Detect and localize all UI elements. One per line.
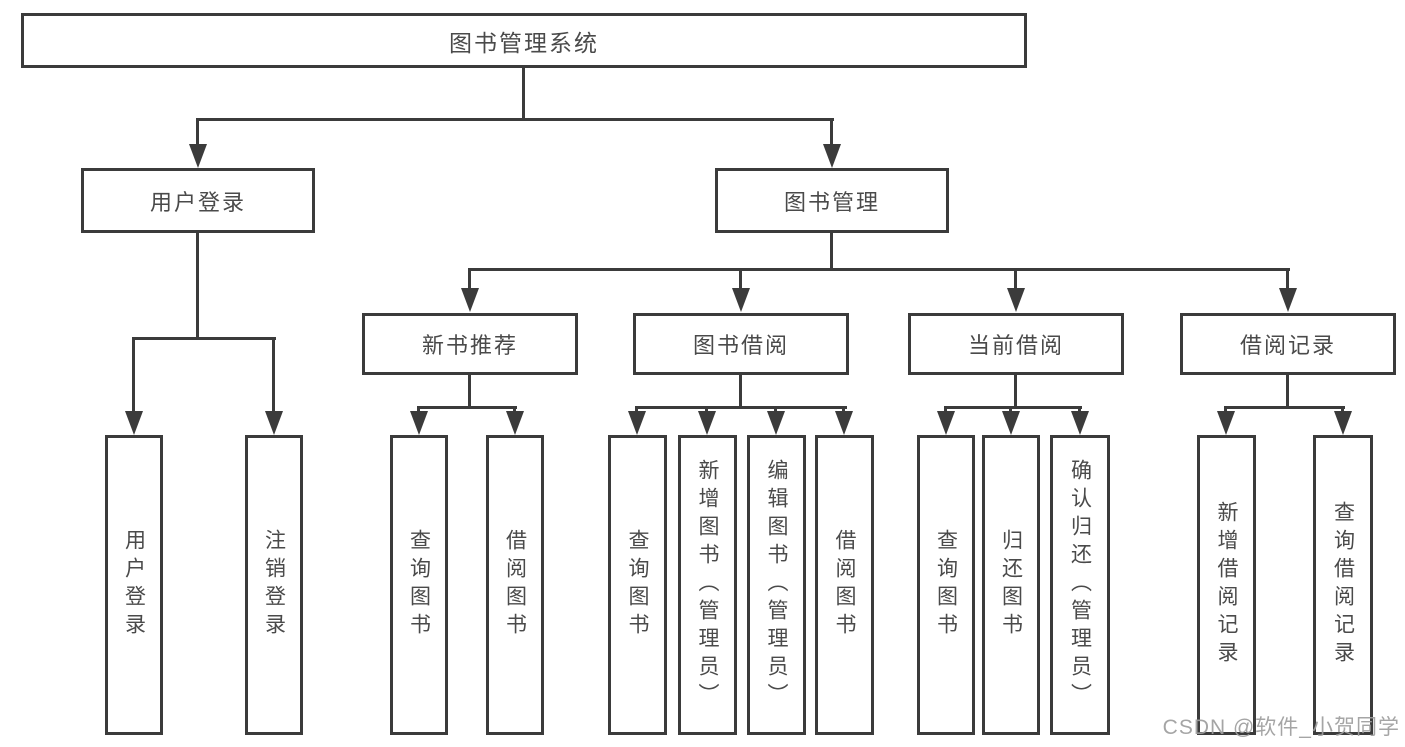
leaf-logout-label: 注销登录 [262,529,286,641]
arrowhead-down [1334,411,1352,435]
arrowhead-down [410,411,428,435]
connector-line [739,268,742,290]
arrowhead-down [506,411,524,435]
node-new-books-label: 新书推荐 [421,333,518,358]
leaf-rec-add-record: 新增借阅记录 [1197,435,1256,735]
arrowhead-down [265,411,283,435]
leaf-bw-add-books-admin: 新增图书（管理员） [678,435,737,735]
leaf-bw-borrow-books-label: 借阅图书 [833,529,856,641]
node-root-label: 图书管理系统 [449,29,599,56]
connector-line [1224,406,1227,414]
arrowhead-down [461,288,479,312]
leaf-logout: 注销登录 [245,435,303,735]
arrowhead-down [835,411,853,435]
leaf-cb-query-books-label: 查询图书 [934,529,958,641]
connector-line [417,406,420,414]
arrowhead-down [628,411,646,435]
connector-line [196,118,199,146]
csdn-watermark: CSDN @软件_小贺同学 [1162,716,1400,739]
arrowhead-down [767,411,785,435]
connector-line [272,337,275,413]
arrowhead-down [1002,411,1020,435]
connector-line [1286,375,1289,408]
leaf-bw-edit-books-admin: 编辑图书（管理员） [747,435,806,735]
leaf-nb-borrow-books-label: 借阅图书 [503,529,527,641]
connector-line [635,406,847,409]
connector-line [830,118,833,146]
arrowhead-down [937,411,955,435]
connector-line [468,268,1290,271]
connector-line [944,406,947,414]
connector-line [1078,406,1081,414]
arrowhead-down [189,144,207,168]
connector-line [774,406,777,414]
connector-line [468,375,471,408]
leaf-bw-edit-books-admin-label: 编辑图书（管理员） [765,459,788,711]
connector-line [1224,406,1345,409]
node-book-management: 图书管理 [715,168,949,233]
connector-line [1014,375,1017,408]
arrowhead-down [823,144,841,168]
arrowhead-down [698,411,716,435]
connector-line [522,68,525,120]
connector-line [417,406,517,409]
connector-line [513,406,516,414]
connector-line [1286,268,1289,290]
leaf-bw-borrow-books: 借阅图书 [815,435,874,735]
leaf-cb-confirm-return-admin-label: 确认归还（管理员） [1068,459,1092,711]
leaf-login-label: 用户登录 [122,529,146,641]
arrowhead-down [125,411,143,435]
leaf-rec-query-record-label: 查询借阅记录 [1331,501,1355,669]
connector-line [1009,406,1012,414]
node-borrowing-records-label: 借阅记录 [1239,333,1336,358]
connector-line [635,406,638,414]
connector-line [196,118,834,121]
leaf-cb-confirm-return-admin: 确认归还（管理员） [1050,435,1110,735]
leaf-cb-query-books: 查询图书 [917,435,975,735]
connector-line [739,375,742,408]
leaf-bw-add-books-admin-label: 新增图书（管理员） [696,459,719,711]
leaf-bw-query-books-label: 查询图书 [626,529,649,641]
node-user-login: 用户登录 [81,168,315,233]
leaf-cb-return-books-label: 归还图书 [999,529,1023,641]
leaf-cb-return-books: 归还图书 [982,435,1040,735]
connector-line [1014,268,1017,290]
connector-line [705,406,708,414]
leaf-rec-add-record-label: 新增借阅记录 [1215,501,1238,669]
node-new-books: 新书推荐 [362,313,578,375]
arrowhead-down [732,288,750,312]
leaf-bw-query-books: 查询图书 [608,435,667,735]
leaf-rec-query-record: 查询借阅记录 [1313,435,1373,735]
connector-line [830,233,833,270]
connector-line [842,406,845,414]
leaf-nb-borrow-books: 借阅图书 [486,435,544,735]
connector-line [944,406,1082,409]
node-user-login-label: 用户登录 [149,189,246,215]
connector-line [468,268,471,290]
connector-line [1341,406,1344,414]
node-book-borrowing: 图书借阅 [633,313,849,375]
node-root: 图书管理系统 [21,13,1027,68]
node-book-borrowing-label: 图书借阅 [692,333,789,358]
node-current-borrowing-label: 当前借阅 [967,333,1064,358]
arrowhead-down [1217,411,1235,435]
connector-line [132,337,276,340]
arrowhead-down [1007,288,1025,312]
leaf-login: 用户登录 [105,435,163,735]
node-current-borrowing: 当前借阅 [908,313,1124,375]
leaf-nb-query-books-label: 查询图书 [407,529,431,641]
node-book-management-label: 图书管理 [783,189,880,215]
connector-line [196,233,199,339]
connector-line [132,337,135,413]
leaf-nb-query-books: 查询图书 [390,435,448,735]
node-borrowing-records: 借阅记录 [1180,313,1396,375]
arrowhead-down [1071,411,1089,435]
arrowhead-down [1279,288,1297,312]
